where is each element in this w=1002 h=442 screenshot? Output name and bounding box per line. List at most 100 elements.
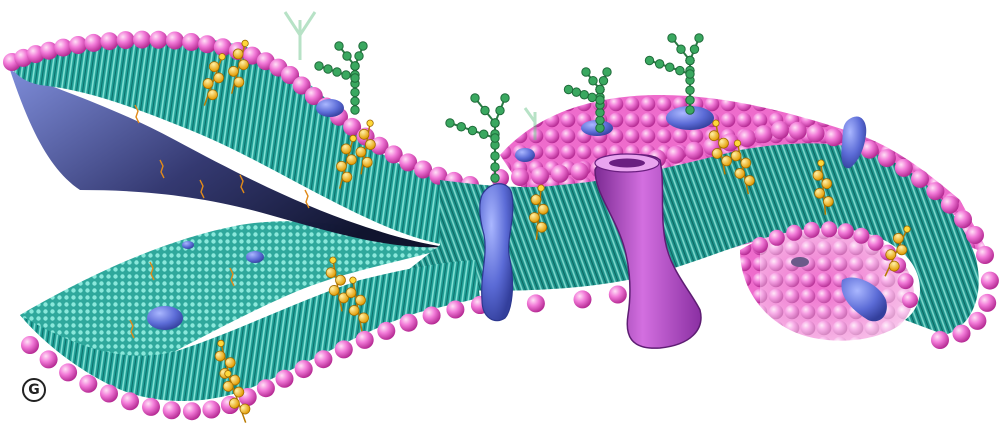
lipid-head xyxy=(133,30,151,49)
lipid-head xyxy=(853,227,870,244)
lipid-head xyxy=(213,38,232,57)
lipid-head xyxy=(897,273,914,290)
sugar-unit xyxy=(588,76,598,86)
glycoprotein-chains xyxy=(283,11,704,183)
lipid-tail-kink xyxy=(229,267,235,287)
sugar-unit xyxy=(587,92,597,103)
upper-leaf-head-row xyxy=(3,30,479,194)
sugar-unit xyxy=(495,105,505,116)
lipid-head xyxy=(100,32,119,51)
sugar-unit xyxy=(323,64,333,74)
sugar-unit xyxy=(490,151,500,161)
sugar-unit xyxy=(350,73,360,83)
sugar-unit xyxy=(595,95,605,105)
lipid-tail-kink xyxy=(129,319,135,339)
lipid-head xyxy=(39,350,58,369)
sugar-unit xyxy=(685,95,695,105)
lipid-head xyxy=(806,124,825,143)
lipid-head xyxy=(954,210,972,229)
sugar-unit xyxy=(479,129,489,139)
cholesterol xyxy=(202,53,226,106)
lipid-head xyxy=(165,31,184,50)
lipid-head xyxy=(355,330,374,349)
lipid-head xyxy=(786,224,803,241)
sugar-unit xyxy=(654,59,665,69)
lipid-head xyxy=(116,31,135,50)
sugar-unit xyxy=(332,67,342,77)
sugar-unit xyxy=(579,90,589,100)
sugar-unit xyxy=(490,173,500,183)
sugar-unit xyxy=(341,70,351,80)
sugar-unit xyxy=(598,76,609,86)
lipid-head xyxy=(182,402,201,421)
lipid-head xyxy=(526,294,545,313)
channel-protein xyxy=(594,153,702,349)
lipid-head xyxy=(877,149,896,168)
lipid-head xyxy=(21,336,39,354)
cholesterol xyxy=(884,225,911,277)
lipid-head xyxy=(573,290,592,309)
lipid-head xyxy=(821,221,838,238)
sugar-unit xyxy=(685,85,695,95)
lipid-head xyxy=(314,350,333,369)
lipid-head xyxy=(142,397,160,416)
lipid-head xyxy=(911,169,929,188)
sugar-unit xyxy=(595,115,605,126)
lipid-head xyxy=(384,145,403,164)
lipid-head xyxy=(79,374,98,393)
sugar-unit xyxy=(563,84,574,95)
sugar-unit xyxy=(694,33,704,43)
lipid-head xyxy=(894,158,913,177)
glycoprotein xyxy=(314,41,368,115)
lipid-head xyxy=(414,160,433,179)
lipid-head xyxy=(511,168,529,187)
lower-leaf-head-row xyxy=(21,281,649,421)
sugar-unit xyxy=(470,93,480,103)
sugar-unit xyxy=(334,41,344,51)
cholesterol xyxy=(336,134,357,189)
glycoprotein xyxy=(283,11,537,140)
lipid-head xyxy=(931,331,949,349)
lipid-head xyxy=(976,246,994,264)
lipid-tail-kink xyxy=(159,159,165,179)
sugar-unit xyxy=(350,96,360,106)
lipid-head xyxy=(902,292,918,308)
sugar-unit xyxy=(689,44,700,54)
lipid-head xyxy=(446,300,465,319)
inner-fold-shadow xyxy=(10,70,445,248)
middle-head-row xyxy=(491,121,984,244)
sugar-unit xyxy=(685,105,695,115)
lipid-head xyxy=(69,36,88,54)
lipid-head xyxy=(666,145,685,164)
lipid-head xyxy=(84,33,103,52)
lipid-head xyxy=(926,182,945,201)
lipid-tail-kink xyxy=(304,189,310,209)
lipid-tail-kink xyxy=(134,104,140,124)
sugar-unit xyxy=(595,84,605,95)
lipid-head xyxy=(824,128,843,147)
sugar-unit xyxy=(342,51,352,61)
lipid-head xyxy=(281,66,299,84)
sugar-unit xyxy=(350,105,360,115)
glycoprotein xyxy=(563,67,612,133)
sugar-unit xyxy=(685,69,695,79)
sugar-unit xyxy=(595,123,605,133)
lipid-head xyxy=(768,229,785,246)
lipid-head xyxy=(531,166,549,185)
lipid-head xyxy=(59,363,78,382)
lipid-head xyxy=(754,125,773,144)
lipid-tail-kink xyxy=(199,179,205,199)
lipid-tail-kink xyxy=(239,174,245,194)
sugar-unit xyxy=(571,87,582,97)
cholesterol xyxy=(325,256,350,312)
sugar-unit xyxy=(581,67,591,77)
lipid-head xyxy=(685,141,704,160)
lipid-head xyxy=(980,271,999,290)
lipid-head xyxy=(570,162,589,181)
sugar-unit xyxy=(500,93,510,103)
sugar-unit xyxy=(644,55,655,66)
lipid-head xyxy=(788,121,807,140)
lipid-head xyxy=(202,400,221,419)
lipid-head xyxy=(968,311,987,330)
